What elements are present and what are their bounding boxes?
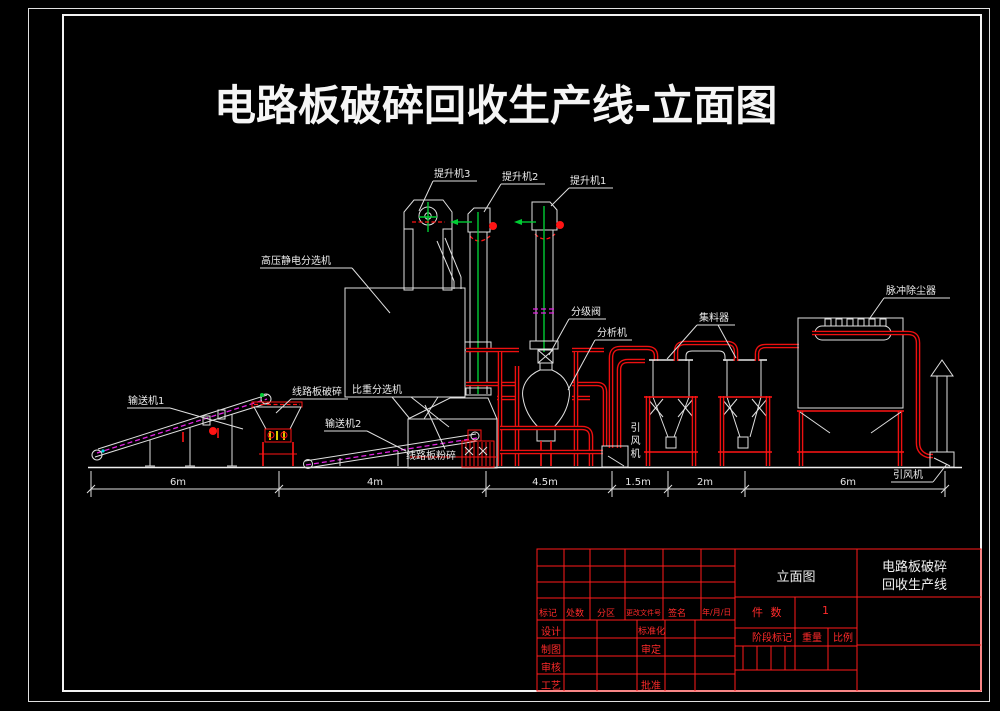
label-induced-fan-right: 引风机	[893, 470, 923, 481]
dim-4: 1.5m	[625, 477, 651, 488]
label-conveyor-1: 输送机1	[128, 396, 165, 407]
label-board-pulverizer: 线路板粉碎	[406, 451, 456, 462]
pulse-dust-collector	[797, 317, 904, 466]
tb-stage-mark: 阶段标记	[752, 633, 792, 644]
label-gravity-separator: 比重分选机	[352, 385, 402, 396]
dimension-chain	[86, 471, 950, 497]
tb-role-standardize: 标准化	[638, 627, 666, 637]
label-pulse-dust-collector: 脉冲除尘器	[886, 286, 936, 297]
dim-5: 2m	[696, 477, 714, 488]
drawing-title: 电路板破碎回收生产线-立面图	[214, 81, 778, 130]
label-electrostatic-separator: 高压静电分选机	[261, 256, 331, 267]
tb-hdr-mark: 标记	[539, 609, 558, 619]
dim-2: 4m	[366, 477, 384, 488]
tb-role-review: 审核	[541, 663, 561, 674]
tb-product-line1: 电路板破碎	[882, 560, 948, 575]
cyclone-2	[718, 359, 772, 466]
tb-role-approve-review: 审定	[641, 645, 661, 656]
tb-role-draft: 制图	[541, 645, 561, 656]
dim-3: 4.5m	[532, 477, 558, 488]
tb-scale: 比例	[833, 633, 853, 644]
label-material-collector: 集料器	[699, 313, 729, 324]
label-classifier-valve: 分级阀	[571, 307, 601, 318]
board-pulverizer	[461, 440, 495, 468]
board-crusher	[251, 401, 303, 466]
label-hoist-1: 提升机1	[570, 176, 607, 187]
sheet-border	[28, 8, 990, 702]
label-hoist-2: 提升机2	[502, 172, 539, 183]
tb-hdr-count: 处数	[566, 609, 585, 619]
tb-hdr-date: 年/月/日	[702, 608, 732, 617]
label-induced-fan-left: 引风机	[628, 422, 639, 461]
hoist-2	[450, 207, 497, 396]
tb-quantity-label: 件 数	[752, 606, 784, 619]
induced-fan-right	[899, 330, 955, 468]
tb-view-name: 立面图	[776, 570, 816, 585]
leader-lines	[127, 180, 950, 483]
cyclone-1	[644, 359, 698, 466]
conveyor-2	[303, 429, 482, 469]
tb-hdr-zone: 分区	[597, 609, 616, 619]
tb-role-design: 设计	[541, 627, 561, 638]
dim-1: 6m	[169, 477, 187, 488]
tb-quantity-value: 1	[822, 604, 829, 617]
conveyor-1	[91, 393, 272, 467]
hoist-1	[514, 201, 564, 364]
tb-product-line2: 回收生产线	[882, 578, 948, 593]
tb-role-process: 工艺	[541, 681, 561, 692]
dim-6: 6m	[839, 477, 857, 488]
label-board-crusher: 线路板破碎	[292, 387, 342, 398]
label-analyzer: 分析机	[597, 328, 627, 339]
tb-hdr-signature: 签名	[668, 609, 687, 619]
hoist-3	[403, 199, 462, 291]
tb-role-approve: 批准	[641, 681, 661, 692]
label-hoist-3: 提升机3	[434, 169, 471, 180]
induced-fan-left	[601, 345, 659, 468]
tb-hdr-doc-no: 更改文件号	[626, 609, 661, 617]
tb-weight: 重量	[802, 633, 822, 644]
pipe-network	[466, 347, 608, 466]
title-block-grid	[536, 548, 982, 692]
cyclone-arch-pipes	[673, 340, 799, 361]
label-conveyor-2: 输送机2	[325, 419, 362, 430]
